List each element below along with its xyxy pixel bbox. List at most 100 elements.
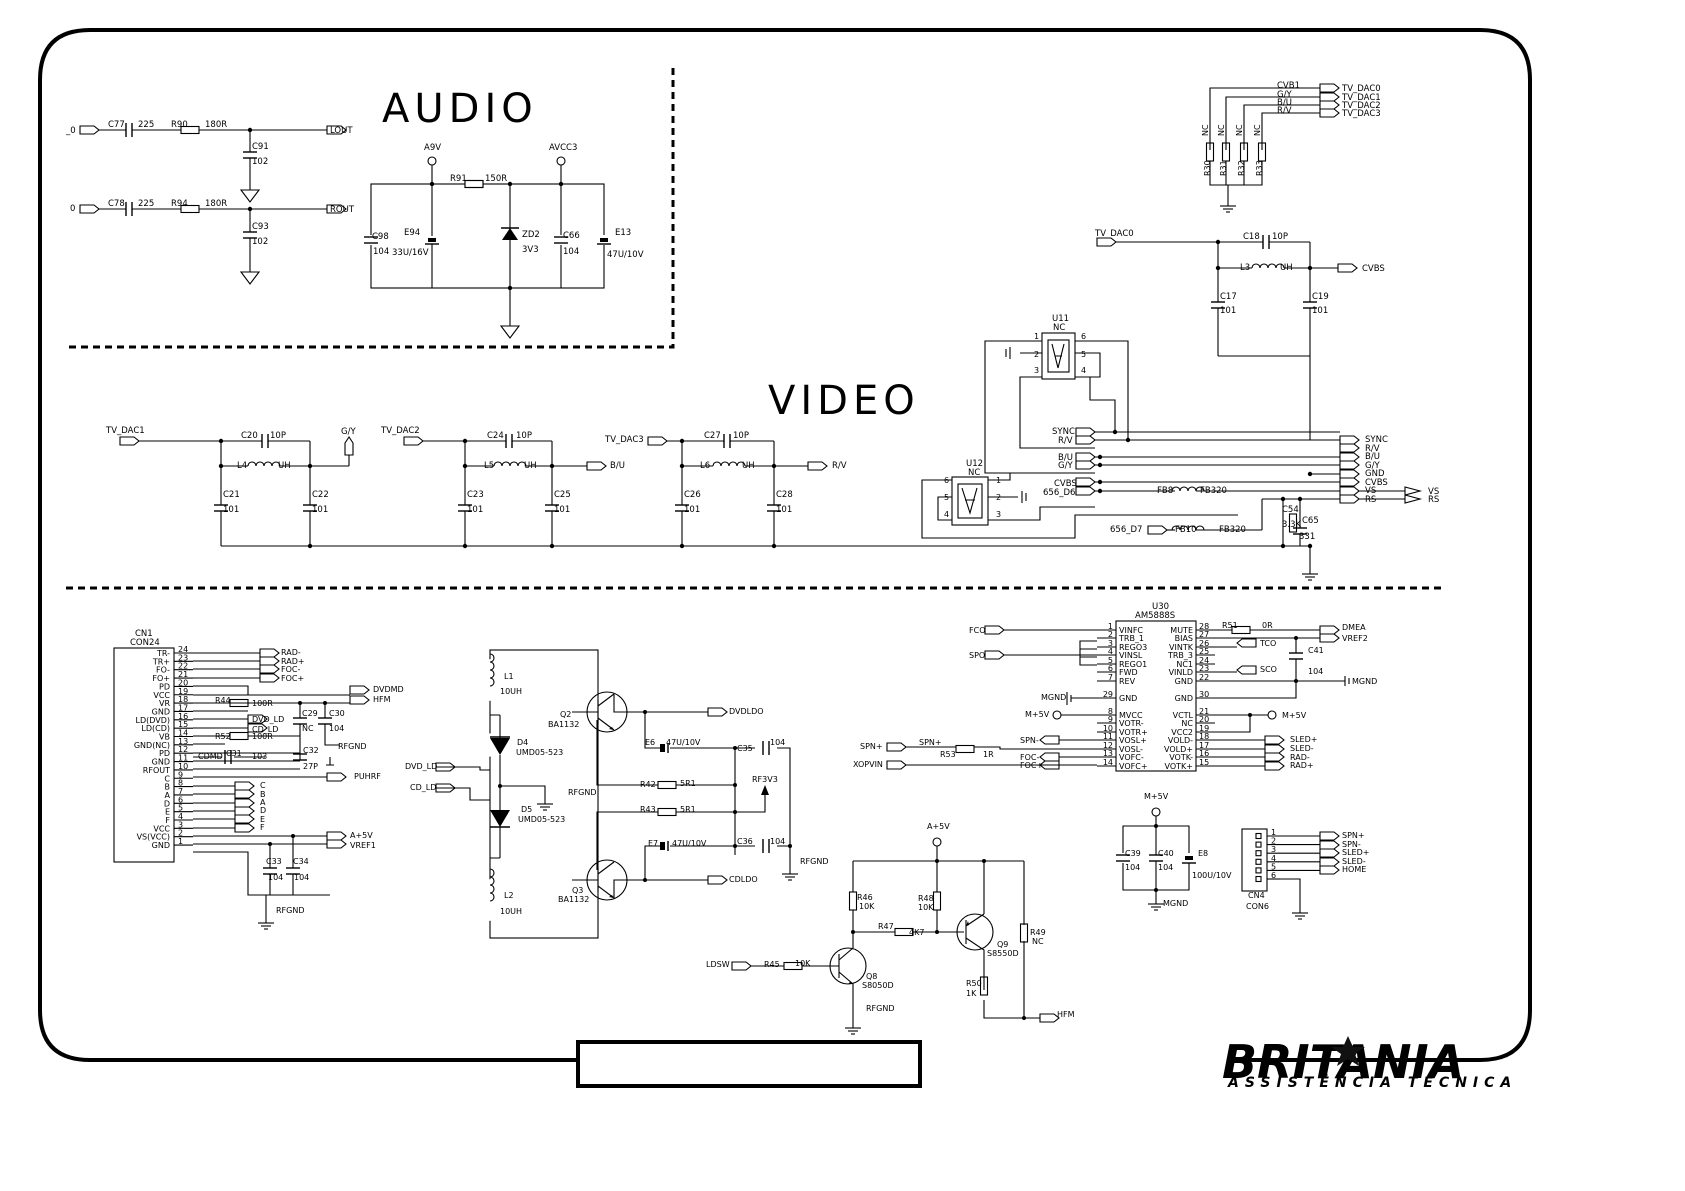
svg-text:RS: RS [1365,495,1376,505]
svg-text:FOC-: FOC- [281,665,300,674]
svg-text:SPN+: SPN+ [1342,831,1365,840]
cn1-pin-number: 12 [178,745,188,754]
cn1-pin-name: PD [159,749,170,758]
u30-left-pin-number: 1 [1108,622,1113,631]
cn1-pin-number: 14 [178,729,188,738]
svg-text:CVBS: CVBS [1362,264,1385,274]
svg-text:101: 101 [467,505,483,515]
cn1-pin-name: VCC [153,691,170,700]
svg-text:SPN-: SPN- [1020,736,1039,745]
u30-right-pin-number: 27 [1199,630,1209,639]
cn1-pin-name: GND [152,707,170,716]
cn1-pin-number: 3 [178,820,183,829]
u30-left-pin-name: MVCC [1119,711,1143,720]
svg-text:FOC+: FOC+ [281,674,304,683]
cn1-pin-name: VB [159,733,170,742]
svg-text:RAD-: RAD- [281,648,301,657]
u30-right-pin-name: VCC2 [1171,728,1193,737]
svg-text:2: 2 [1034,350,1039,359]
svg-text:TV_DAC1: TV_DAC1 [105,426,145,436]
svg-text:BA1132: BA1132 [558,895,589,904]
svg-text:C24: C24 [487,431,504,441]
svg-text:TV_DAC1: TV_DAC1 [1341,93,1381,103]
svg-text:RFGND: RFGND [338,742,367,751]
svg-text:150R: 150R [485,174,507,184]
u30-right-pin-number: 24 [1199,656,1209,665]
u30-right-pin-name: VOLD- [1168,736,1193,745]
u30-left-pin-name: VINSL [1119,651,1143,660]
svg-text:C27: C27 [704,431,721,441]
u30-right-pin-number: 28 [1199,622,1209,631]
cn4-pin-pad [1255,832,1262,840]
svg-text:R90: R90 [171,120,188,130]
svg-text:C18: C18 [1243,232,1260,242]
svg-text:E94: E94 [404,228,420,238]
svg-text:1: 1 [1034,332,1039,341]
cn4-pin-number: 3 [1271,845,1276,854]
cn1-pin-name: LD(DVD) [135,716,170,725]
svg-text:GND: GND [1365,469,1385,479]
svg-text:TV_DAC2: TV_DAC2 [380,426,420,436]
cn1-pin-number: 17 [178,703,188,712]
svg-text:C: C [260,781,266,790]
u30-left-pin-number: 5 [1108,656,1113,665]
cn4-pin-pad [1255,867,1262,874]
u30-motor-driver: U30 AM5888S VINFC1TRB_12REGO33VINSL4REGO… [853,602,1377,772]
svg-text:RAD-: RAD- [1290,753,1310,762]
svg-text:HOME: HOME [1342,865,1366,874]
svg-text:101: 101 [223,505,239,515]
svg-text:3.3K: 3.3K [1282,520,1302,530]
svg-text:CVBS: CVBS [1054,479,1077,489]
svg-text:S8050D: S8050D [862,981,894,990]
cn1-pin-number: 24 [178,645,188,654]
svg-text:CDMD: CDMD [198,752,223,761]
u30-right-pin-name: VCTL [1173,711,1194,720]
svg-text:47U/10V: 47U/10V [672,839,707,848]
svg-text:104: 104 [1308,667,1323,676]
svg-text:C28: C28 [776,490,793,500]
cn1-pin-name: GND(NC) [134,741,170,750]
svg-text:10P: 10P [270,431,286,441]
cn1-pin-number: 6 [178,795,183,804]
svg-text:102: 102 [252,237,268,247]
u30-right-pin-number: 30 [1199,690,1209,699]
svg-text:SPO: SPO [969,651,985,660]
svg-text:RFGND: RFGND [866,1004,895,1013]
svg-text:UMD05-523: UMD05-523 [518,815,565,824]
cn1-pin-number: 7 [178,787,183,796]
u30-right-pin-number: 26 [1199,639,1209,648]
svg-text:10K: 10K [918,903,934,912]
u30-left-pin-name: REGO3 [1119,643,1147,652]
video-filter-3: TV_DAC3 C27 10P R/V L6 UH C26 101 C28 10… [604,431,847,546]
u30-left-pin-number: 10 [1103,724,1113,733]
u30-right-pin-name: BIAS [1175,634,1193,643]
svg-text:C54: C54 [1282,505,1299,515]
svg-text:225: 225 [138,120,154,130]
u30-right-pin-name: TRB_3 [1167,651,1193,660]
svg-text:XOPVIN: XOPVIN [853,760,883,769]
hfm-switch: A+5V R46 10K R48 10K R47 4K7 Q9 S8550D R… [706,822,1075,1035]
svg-text:E8: E8 [1198,849,1208,858]
cn1-pin-name: FO+ [152,674,170,683]
svg-text:100R: 100R [252,732,273,741]
svg-text:R47: R47 [878,922,894,931]
svg-text:L4: L4 [237,461,247,471]
svg-text:104: 104 [268,873,283,882]
svg-text:CD_LD: CD_LD [410,783,436,792]
u30-right-pin-name: MUTE [1170,626,1193,635]
svg-text:FCO: FCO [969,626,985,635]
svg-text:103: 103 [252,752,267,761]
svg-text:HFM: HFM [373,695,391,704]
svg-text:SLED-: SLED- [1290,744,1314,753]
svg-text:D5: D5 [521,805,532,814]
svg-text:SPN+: SPN+ [860,742,883,751]
svg-text:FB320: FB320 [1200,486,1227,496]
svg-text:ZD2: ZD2 [522,230,540,240]
svg-text:SPN+: SPN+ [919,738,942,747]
video-ground-bus [221,543,1319,581]
u30-right-pin-number: 18 [1199,732,1209,741]
svg-text:FB10: FB10 [1175,525,1197,535]
svg-text:NC: NC [1201,124,1210,136]
svg-text:10K: 10K [795,959,811,968]
